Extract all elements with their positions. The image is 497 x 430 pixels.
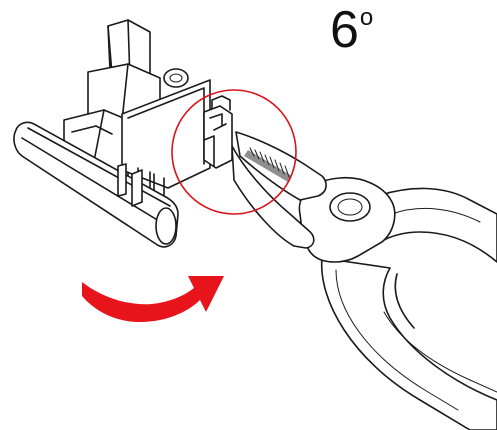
pliers-lower-handle-edge-2 [383, 311, 497, 393]
clip-front-bar [13, 121, 179, 248]
pliers-jaw-serrations [244, 147, 292, 182]
clip-latch [203, 105, 233, 169]
pliers-icon [231, 131, 497, 430]
pliers-lower-handle [320, 257, 497, 430]
clip-post-1 [131, 169, 143, 207]
clip-side-plate [121, 79, 211, 189]
pliers-upper-handle-edge [391, 207, 481, 223]
plastic-clip-icon [13, 19, 233, 248]
pliers-lower-handle-inner [394, 273, 415, 329]
clip-front-bar-end [155, 207, 177, 245]
step-number-label: 6o [330, 4, 373, 56]
pliers-pivot-rivet-inner [337, 198, 363, 216]
clip-knob [163, 68, 189, 88]
clip-front-bar-edge-2 [27, 127, 171, 207]
rotate-arrow-icon [82, 276, 224, 322]
clip-knob-inner [169, 73, 183, 83]
pliers-pivot-rivet [329, 192, 371, 222]
pliers-upper-handle [371, 187, 497, 263]
step-number-superscript: o [359, 4, 374, 31]
step-number: 6 [330, 1, 359, 59]
pliers-lower-jaw [231, 145, 315, 249]
clip-latch-detail [203, 113, 227, 167]
clip-post-2 [117, 163, 127, 197]
pliers-lower-handle-edge [335, 269, 459, 411]
detail-circle-icon [171, 89, 297, 215]
clip-latch-top [211, 95, 231, 111]
clip-front-bar-edge [21, 137, 165, 225]
